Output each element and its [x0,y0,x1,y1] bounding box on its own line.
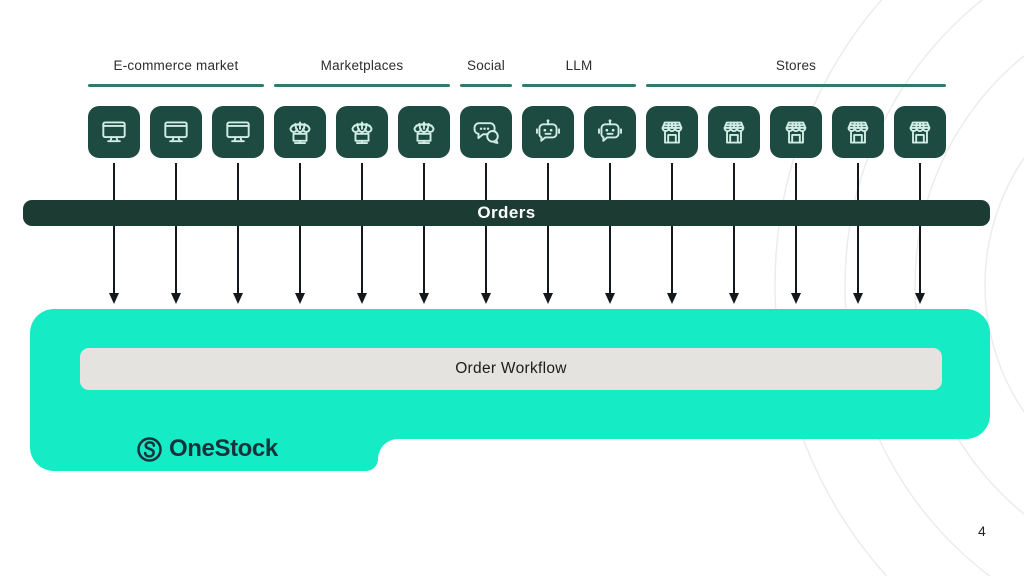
onestock-logo: OneStock [136,435,278,463]
onestock-wordmark: OneStock [169,435,278,462]
monitor-icon [150,105,202,304]
storefront-icon [894,105,946,304]
orders-bar: Orders [23,200,990,226]
group-underline [646,84,946,87]
order-flow-arrow [605,162,615,304]
order-flow-arrow [109,162,119,304]
chat-bubbles-icon [460,105,512,304]
group-icon-row [646,105,946,304]
order-flow-arrow [667,162,677,304]
market-stall-icon [336,105,388,304]
channel-groups: E-commerce market Marketplaces [88,56,946,304]
group-label: E-commerce market [113,58,239,73]
group-label: Social [467,58,505,73]
channel-group-e-commerce-market: E-commerce market [88,56,264,304]
storefront-icon [708,105,760,304]
order-workflow-label: Order Workflow [455,360,567,377]
order-flow-arrow [543,162,553,304]
group-label: Stores [775,58,817,73]
group-underline [274,84,450,87]
orders-bar-label: Orders [477,203,536,222]
channel-group-llm: LLM [522,56,636,304]
group-icon-row [88,105,264,304]
onestock-s-logo-icon [137,436,162,462]
storefront-icon [646,105,698,304]
order-flow-arrow [419,162,429,304]
order-flow-arrow [481,162,491,304]
channel-group-social: Social [460,56,512,304]
group-underline [522,84,636,87]
order-flow-arrow [171,162,181,304]
group-icon-row [460,105,512,304]
order-flow-arrow [729,162,739,304]
storefront-icon [832,105,884,304]
order-flow-arrow [853,162,863,304]
group-icon-row [522,105,636,304]
channel-group-marketplaces: Marketplaces [274,56,450,304]
order-flow-arrow [233,162,243,304]
group-icon-row [274,105,450,304]
channel-group-stores: Stores [646,56,946,304]
monitor-icon [88,105,140,304]
order-flow-arrow [295,162,305,304]
order-flow-arrow [915,162,925,304]
chatbot-icon [584,105,636,304]
page-number: 4 [978,523,986,539]
storefront-icon [770,105,822,304]
group-underline [88,84,264,87]
group-label: Marketplaces [320,58,404,73]
market-stall-icon [398,105,450,304]
chatbot-icon [522,105,574,304]
order-flow-arrow [791,162,801,304]
order-flow-arrow [357,162,367,304]
market-stall-icon [274,105,326,304]
order-workflow-bar: Order Workflow [80,348,942,390]
group-underline [460,84,512,87]
monitor-icon [212,105,264,304]
group-label: LLM [565,58,593,73]
